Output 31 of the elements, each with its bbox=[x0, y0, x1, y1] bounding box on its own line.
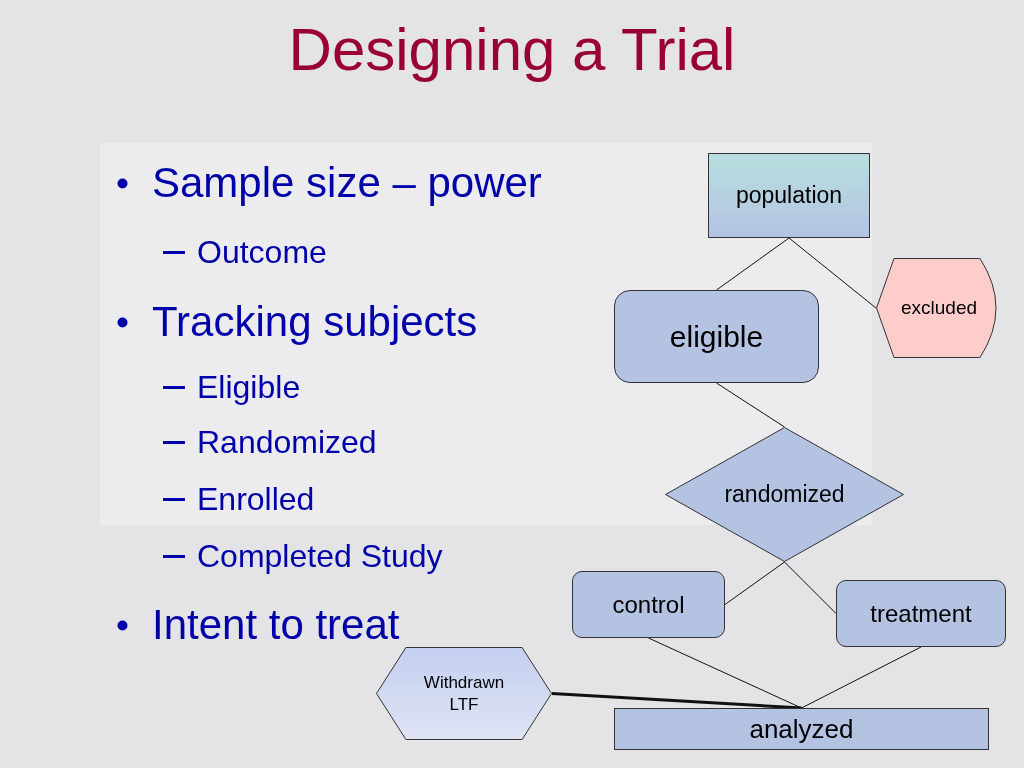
connector-line bbox=[724, 561, 785, 605]
node-label: eligible bbox=[669, 318, 764, 355]
bullet-text: Intent to treat bbox=[152, 601, 400, 649]
bullet-text: Randomized bbox=[197, 423, 377, 461]
slide-title: Designing a Trial bbox=[287, 15, 737, 85]
bullet-text: Tracking subjects bbox=[152, 298, 478, 346]
node-label: Withdrawn LTF bbox=[422, 672, 506, 715]
hexagon-box bbox=[376, 647, 552, 740]
bullet-text: Sample size – power bbox=[152, 159, 542, 207]
process-box bbox=[614, 708, 989, 750]
connector-line bbox=[551, 692, 802, 710]
connector-line bbox=[716, 237, 790, 291]
node-label: population bbox=[735, 181, 843, 210]
bullet-text: Eligible bbox=[197, 368, 301, 406]
node-label: excluded bbox=[900, 296, 978, 320]
connector-line bbox=[784, 561, 837, 614]
bullet-text: Outcome bbox=[197, 233, 327, 271]
process-box bbox=[572, 571, 725, 638]
node-label: analyzed bbox=[749, 712, 854, 746]
connector-line bbox=[716, 382, 785, 428]
connector-line bbox=[801, 646, 922, 709]
connector-line bbox=[788, 237, 877, 309]
process-box bbox=[614, 290, 819, 383]
bullet-text: Enrolled bbox=[197, 480, 315, 518]
node-label: randomized bbox=[724, 480, 845, 509]
node-label: treatment bbox=[870, 598, 972, 629]
population-box bbox=[708, 153, 870, 238]
process-box bbox=[836, 580, 1006, 647]
node-label: control bbox=[612, 589, 685, 620]
decision-diamond bbox=[665, 427, 904, 562]
bullet-text: Completed Study bbox=[197, 537, 443, 575]
